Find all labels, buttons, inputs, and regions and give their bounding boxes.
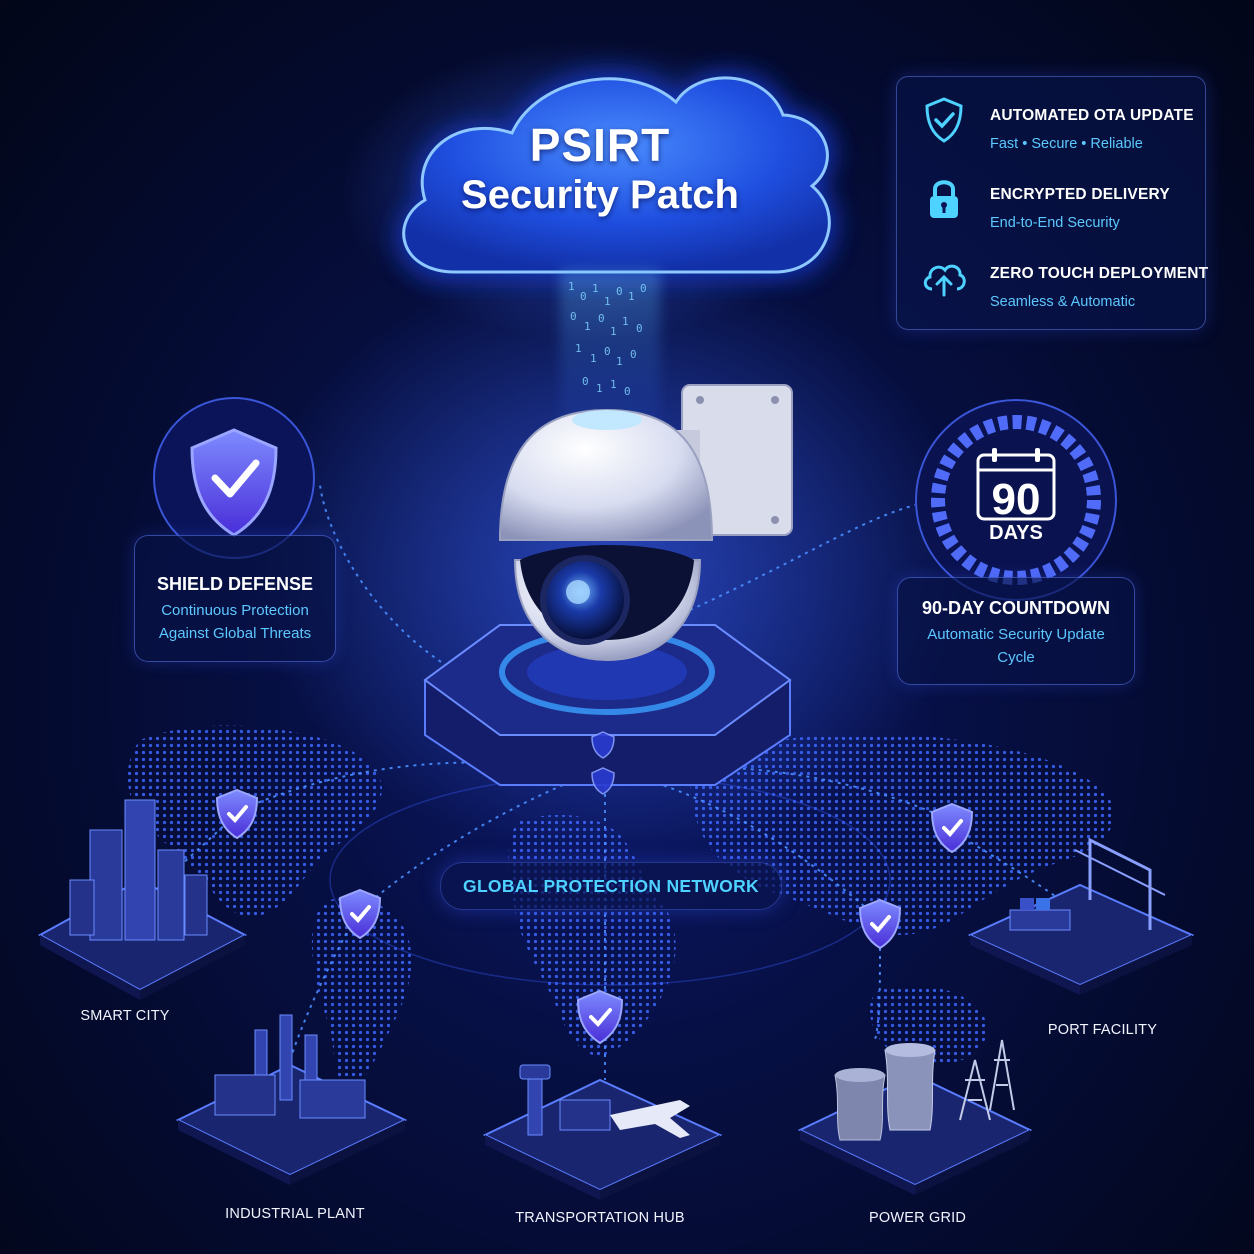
- svg-text:0: 0: [582, 375, 589, 388]
- svg-text:1: 1: [610, 325, 617, 338]
- svg-text:0: 0: [604, 345, 611, 358]
- svg-text:1: 1: [596, 382, 603, 395]
- feature-encrypted-delivery: ENCRYPTED DELIVERY End-to-End Security: [897, 164, 1205, 234]
- site-label-port-facility: PORT FACILITY: [1047, 1022, 1158, 1038]
- feature-title: AUTOMATED OTA UPDATE: [990, 107, 1194, 124]
- map-shield-markers: [215, 731, 974, 1045]
- svg-text:0: 0: [570, 310, 577, 323]
- transportation-hub-tile: [482, 1064, 723, 1200]
- smart-city-tile: [37, 799, 248, 1000]
- camera-device: [498, 384, 793, 662]
- feature-zero-touch: ZERO TOUCH DEPLOYMENT Seamless & Automat…: [897, 243, 1209, 313]
- cloud-title: PSIRT Security Patch: [420, 118, 780, 218]
- shield-defense-card: SHIELD DEFENSE Continuous Protection Aga…: [134, 535, 336, 662]
- svg-text:1: 1: [584, 320, 591, 333]
- cloud-title-line1: PSIRT: [529, 119, 671, 171]
- svg-text:1: 1: [622, 315, 629, 328]
- feature-subtitle: Fast • Secure • Reliable: [990, 136, 1143, 152]
- shield-defense-line1: Continuous Protection: [161, 602, 309, 619]
- global-network-label: GLOBAL PROTECTION NETWORK: [440, 862, 782, 910]
- lock-icon: [930, 180, 958, 218]
- feature-title: ZERO TOUCH DEPLOYMENT: [990, 265, 1209, 282]
- svg-text:1: 1: [628, 290, 635, 303]
- shield-check-icon: [925, 97, 963, 143]
- site-label-smart-city: SMART CITY: [80, 1008, 170, 1024]
- feature-title: ENCRYPTED DELIVERY: [990, 186, 1170, 203]
- countdown-line1: Automatic Security Update: [927, 626, 1105, 643]
- svg-text:1: 1: [568, 280, 575, 293]
- svg-text:1: 1: [575, 342, 582, 355]
- camera-platform: [423, 624, 792, 786]
- site-label-power-grid: POWER GRID: [868, 1210, 967, 1226]
- port-facility-tile: [967, 837, 1195, 995]
- svg-text:1: 1: [610, 378, 617, 391]
- feature-subtitle: Seamless & Automatic: [990, 294, 1136, 310]
- site-label-industrial-plant: INDUSTRIAL PLANT: [225, 1206, 365, 1222]
- industrial-plant-tile: [175, 1014, 408, 1185]
- countdown-title: 90-DAY COUNTDOWN: [921, 598, 1111, 618]
- svg-text:0: 0: [630, 348, 637, 361]
- feature-subtitle: End-to-End Security: [990, 215, 1120, 231]
- svg-text:1: 1: [590, 352, 597, 365]
- svg-text:0: 0: [598, 312, 605, 325]
- svg-text:1: 1: [592, 282, 599, 295]
- site-label-transportation-hub: TRANSPORTATION HUB: [515, 1210, 685, 1226]
- svg-text:0: 0: [580, 290, 587, 303]
- countdown-unit: DAYS: [989, 522, 1043, 544]
- svg-text:0: 0: [640, 282, 647, 295]
- svg-text:0: 0: [624, 385, 631, 398]
- power-grid-tile: [797, 1039, 1033, 1195]
- svg-text:1: 1: [604, 295, 611, 308]
- feature-ota-update: AUTOMATED OTA UPDATE Fast • Secure • Rel…: [897, 85, 1205, 155]
- features-panel: AUTOMATED OTA UPDATE Fast • Secure • Rel…: [896, 76, 1209, 330]
- shield-defense-title: SHIELD DEFENSE: [156, 574, 314, 594]
- svg-text:0: 0: [636, 322, 643, 335]
- shield-defense-emblem: [153, 397, 315, 559]
- svg-text:0: 0: [616, 285, 623, 298]
- svg-text:1: 1: [616, 355, 623, 368]
- cloud-upload-icon: [923, 264, 966, 297]
- countdown-number: 90: [991, 475, 1041, 524]
- cloud-shape: [397, 70, 838, 280]
- countdown-line2: Cycle: [997, 649, 1035, 666]
- cloud-title-line2: Security Patch: [461, 173, 739, 217]
- shield-defense-line2: Against Global Threats: [158, 625, 312, 642]
- countdown-card: 90-DAY COUNTDOWN Automatic Security Upda…: [897, 577, 1135, 685]
